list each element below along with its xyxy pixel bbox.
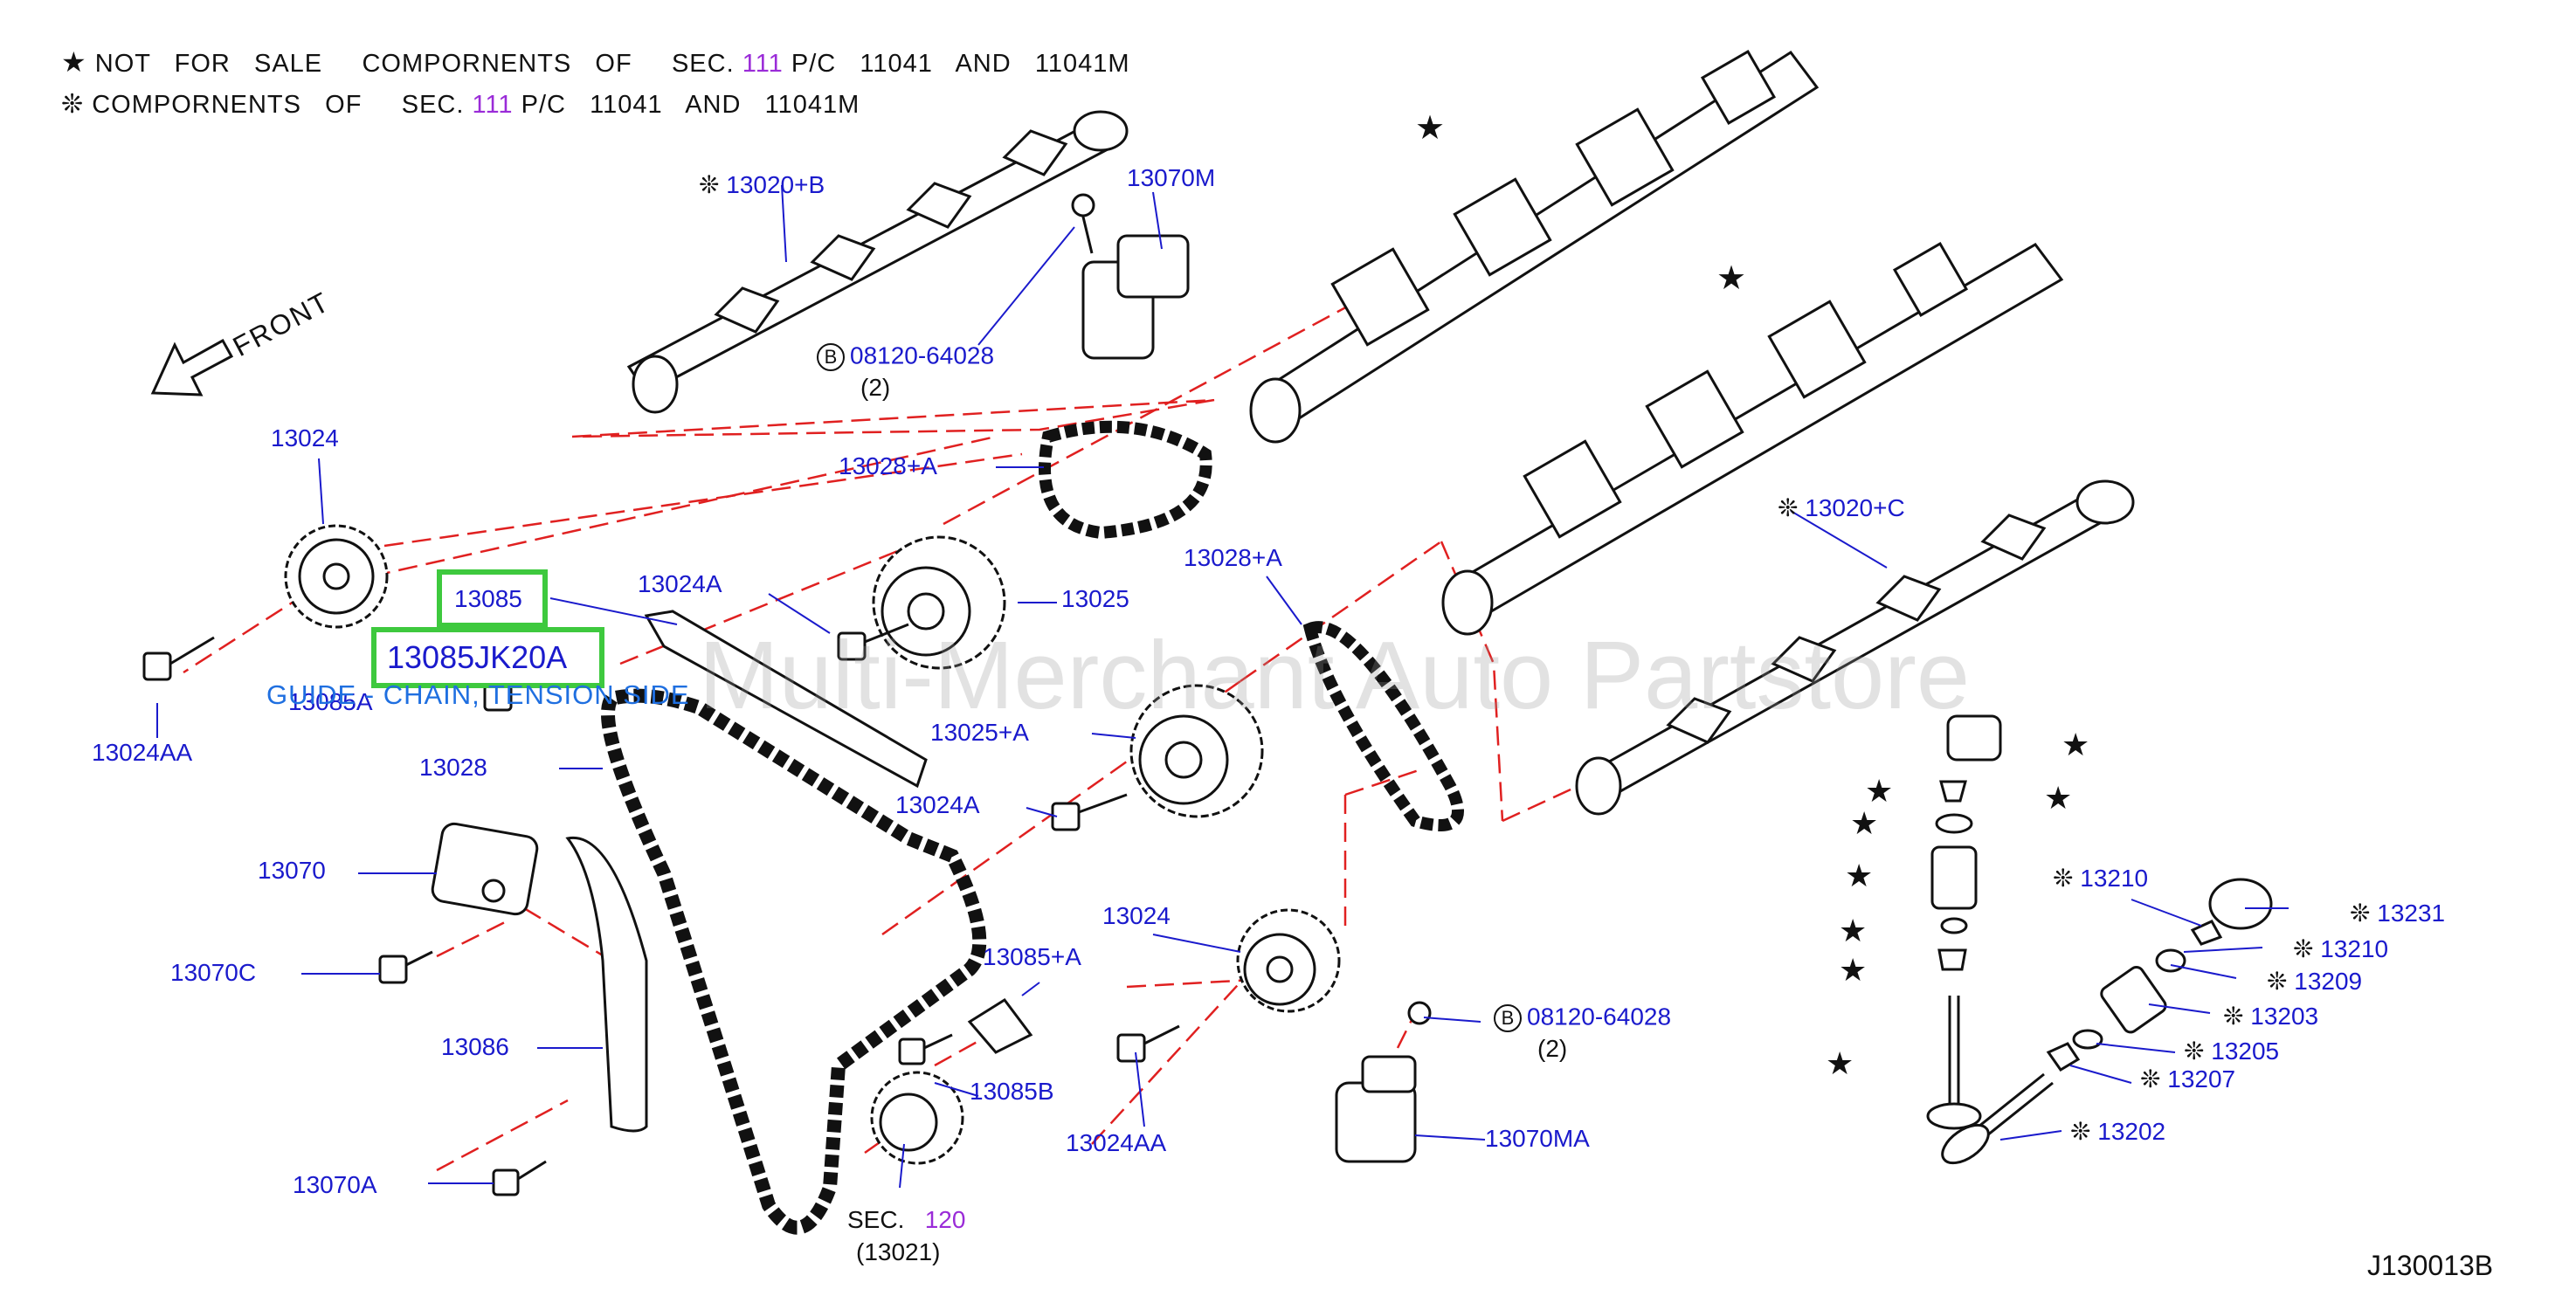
sec-120-reference[interactable]: SEC. 120 xyxy=(847,1206,966,1233)
snowflake-icon: ❊ xyxy=(2350,900,2371,927)
highlight-part-13085[interactable]: 13085 xyxy=(437,569,548,628)
star-icon: ★ xyxy=(1415,110,1446,147)
sprocket-13024-lower xyxy=(1236,908,1341,1013)
star-icon: ★ xyxy=(2044,780,2073,816)
camshaft-assembly-lower xyxy=(1441,241,2064,636)
part-qty-08120-lower: (2) xyxy=(1537,1035,1568,1062)
bolts xyxy=(142,623,1180,1196)
legend-not-for-sale: ★ NOT FOR SALE COMPORNENTS OF SEC. 111 P… xyxy=(61,46,1130,78)
bolt-marker-icon: B xyxy=(817,343,845,371)
part-label-13024-upper[interactable]: 13024 xyxy=(271,424,339,452)
part-label-13024-lower[interactable]: 13024 xyxy=(1102,902,1171,929)
star-icon: ★ xyxy=(1865,773,1894,809)
snowflake-icon: ❊ xyxy=(2140,1065,2161,1093)
part-label-13025[interactable]: 13025 xyxy=(1061,585,1129,612)
bolt-marker-icon: B xyxy=(1494,1004,1522,1032)
part-label-13070[interactable]: 13070 xyxy=(258,857,326,884)
part-label-13025a[interactable]: 13025+A xyxy=(930,719,1029,746)
chain-tensioner-13070 xyxy=(431,822,539,916)
chain-13028a-upper xyxy=(1039,420,1212,540)
snowflake-icon: ❊ xyxy=(2293,935,2314,962)
part-label-13207[interactable]: ❊ 13207 xyxy=(2140,1065,2236,1093)
watermark-text: Multi-Merchant Auto Partstore xyxy=(699,622,1971,729)
leader-lines xyxy=(156,184,2289,1189)
camshaft-13020b xyxy=(626,110,1129,414)
star-icon: ★ xyxy=(1839,913,1868,948)
crank-sprocket xyxy=(870,1071,964,1165)
snowflake-icon: ❊ xyxy=(1778,494,1799,521)
part-label-13024aa-lower[interactable]: 13024AA xyxy=(1066,1129,1167,1156)
legend-components: ❊ COMPORNENTS OF SEC. 111 P/C 11041 AND … xyxy=(61,90,860,119)
part-label-13024a-upper[interactable]: 13024A xyxy=(638,570,722,597)
part-label-13028[interactable]: 13028 xyxy=(419,754,487,781)
guide-13085a xyxy=(967,997,1033,1054)
part-label-13205[interactable]: ❊ 13205 xyxy=(2184,1037,2280,1065)
chain-13028a-middle xyxy=(1302,621,1464,831)
part-label-13024aa-left[interactable]: 13024AA xyxy=(92,739,193,766)
tension-guide-13085 xyxy=(644,610,928,789)
star-icon: ★ xyxy=(1845,858,1874,893)
slack-guide-13086 xyxy=(565,836,648,1133)
part-label-13202[interactable]: ❊ 13202 xyxy=(2070,1118,2166,1145)
part-label-13085b[interactable]: 13085B xyxy=(970,1078,1054,1105)
snowflake-icon: ❊ xyxy=(2053,865,2074,892)
highlight-part-number[interactable]: 13085JK20A xyxy=(371,627,604,688)
part-label-13070c[interactable]: 13070C xyxy=(170,959,257,986)
part-label-13210-upper[interactable]: ❊ 13210 xyxy=(2053,865,2149,892)
star-icon: ★ xyxy=(1850,805,1879,841)
camshaft-assembly-upper xyxy=(1249,49,1820,444)
snowflake-icon: ❊ xyxy=(2070,1118,2091,1145)
part-label-13070m[interactable]: 13070M xyxy=(1127,164,1216,191)
part-label-13070ma[interactable]: 13070MA xyxy=(1485,1125,1590,1152)
highlight-part-number-label: 13085JK20A xyxy=(387,639,568,675)
part-label-13203[interactable]: ❊ 13203 xyxy=(2223,1003,2319,1030)
star-icon: ★ xyxy=(2061,727,2090,762)
snowflake-icon: ❊ xyxy=(2184,1037,2205,1065)
snowflake-icon: ❊ xyxy=(699,171,720,198)
star-icon: ★ xyxy=(1839,952,1868,988)
part-qty-08120-upper: (2) xyxy=(860,374,891,401)
part-label-13231[interactable]: ❊ 13231 xyxy=(2350,900,2446,927)
snowflake-icon: ❊ xyxy=(2223,1003,2244,1030)
oil-control-valve-13070m xyxy=(1071,193,1190,360)
snowflake-icon: ❊ xyxy=(2267,968,2288,995)
sprocket-13024-upper xyxy=(284,524,389,629)
part-label-13024a-mid[interactable]: 13024A xyxy=(895,791,980,818)
part-label-13085a[interactable]: 13085A xyxy=(288,688,373,715)
star-icon: ★ xyxy=(1716,260,1747,297)
part-label-13028a-upper[interactable]: 13028+A xyxy=(839,452,937,479)
front-arrow-icon xyxy=(150,338,234,396)
diagram-id: J130013B xyxy=(2367,1250,2494,1281)
part-label-13209[interactable]: ❊ 13209 xyxy=(2267,968,2363,995)
valve-train-parts xyxy=(1926,714,2273,1165)
oil-control-valve-13070ma xyxy=(1335,1001,1432,1163)
part-label-13020c[interactable]: ❊ 13020+C xyxy=(1778,494,1905,521)
camshaft-13020c xyxy=(1575,479,2135,816)
star-icon: ★ xyxy=(1826,1045,1854,1081)
snowflake-icon: ❊ xyxy=(61,90,85,119)
part-label-13085-plus-a[interactable]: 13085+A xyxy=(983,943,1081,970)
part-label-13210-lower[interactable]: ❊ 13210 xyxy=(2293,935,2389,962)
star-icon: ★ xyxy=(61,46,87,78)
highlight-part-description: GUIDE - CHAIN, TENSION SIDE xyxy=(266,679,690,710)
sec-120-part: (13021) xyxy=(856,1238,941,1265)
highlight-part-label: 13085 xyxy=(454,585,522,612)
part-label-13020b[interactable]: ❊ 13020+B xyxy=(699,171,825,198)
vtc-sprocket-13025a xyxy=(1129,684,1264,818)
part-label-13028a-middle[interactable]: 13028+A xyxy=(1184,544,1282,571)
part-label-13070a[interactable]: 13070A xyxy=(293,1171,377,1198)
vtc-sprocket-13025 xyxy=(872,535,1006,670)
part-label-13086[interactable]: 13086 xyxy=(441,1033,509,1060)
chain-13028-main xyxy=(601,688,987,1235)
